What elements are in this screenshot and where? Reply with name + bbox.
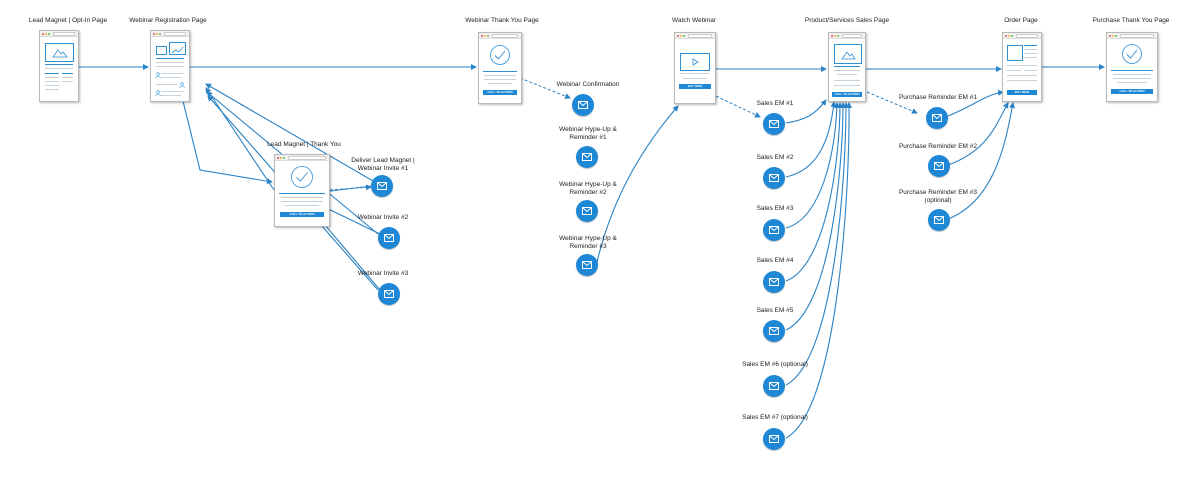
email-icon-webinar-confirmation[interactable]	[572, 94, 594, 116]
email-envelope-icon	[582, 207, 592, 215]
call-to-action-button[interactable]: CALL TO ACTION	[832, 92, 862, 97]
connector-email-to-registration	[205, 83, 381, 186]
email-label-sales-4: Sales EM #4	[756, 257, 794, 264]
person-icon	[155, 90, 161, 96]
image-placeholder-icon	[834, 44, 862, 64]
connector-sales-to-reminder-1	[866, 91, 918, 114]
webinar-thankyou-page[interactable]: CALL TO ACTION	[478, 32, 522, 104]
email-envelope-icon	[769, 382, 779, 390]
email-label-sales-7: Sales EM #7 (optional)	[742, 414, 808, 421]
buy-now-button[interactable]: BUY NOW	[1007, 90, 1037, 95]
checkmark-icon	[1122, 44, 1142, 64]
email-envelope-icon	[769, 278, 779, 286]
play-icon	[692, 58, 699, 66]
email-label-purchase-reminder-3: Purchase Reminder EM #3 (optional)	[898, 189, 978, 204]
video-player[interactable]	[680, 53, 710, 71]
email-icon-hype-1[interactable]	[576, 146, 598, 168]
checkmark-icon	[490, 45, 510, 65]
checkmark-icon	[291, 166, 313, 188]
person-icon	[179, 82, 185, 88]
connector-webinar-thankyou-to-confirmation	[519, 77, 571, 99]
email-envelope-icon	[769, 120, 779, 128]
connector-watch-to-sales-em1	[715, 95, 761, 118]
order-page[interactable]: BUY NOW	[1002, 32, 1042, 102]
email-label-purchase-reminder-1: Purchase Reminder EM #1	[898, 94, 978, 101]
connector-registration-to-lm-thankyou	[182, 100, 273, 185]
email-icon-sales-3[interactable]	[763, 219, 785, 241]
email-icon-webinar-invite-3[interactable]	[378, 283, 400, 305]
email-label-webinar-confirmation: Webinar Confirmation	[556, 81, 620, 88]
email-envelope-icon	[934, 162, 944, 170]
page-label-purchase-thankyou: Purchase Thank You Page	[1092, 17, 1170, 24]
email-envelope-icon	[384, 234, 394, 242]
email-label-sales-3: Sales EM #3	[756, 205, 794, 212]
email-envelope-icon	[934, 216, 944, 224]
lead-magnet-thankyou-page[interactable]: CALL TO ACTION	[274, 154, 330, 227]
email-label-deliver-lead-magnet: Deliver Lead Magnet | Webinar Invite #1	[351, 157, 415, 172]
email-icon-sales-5[interactable]	[763, 320, 785, 342]
email-envelope-icon	[769, 226, 779, 234]
email-icon-sales-4[interactable]	[763, 271, 785, 293]
email-label-hype-1: Webinar Hype-Up & Reminder #1	[559, 126, 617, 141]
email-label-sales-2: Sales EM #2	[756, 154, 794, 161]
chart-placeholder-icon	[169, 42, 186, 55]
email-envelope-icon	[377, 182, 387, 190]
purchase-thankyou-page[interactable]: CALL TO ACTION	[1106, 32, 1158, 102]
page-label-order-page: Order Page	[1004, 17, 1038, 24]
email-envelope-icon	[582, 153, 592, 161]
email-label-sales-1: Sales EM #1	[756, 100, 794, 107]
email-envelope-icon	[384, 290, 394, 298]
webinar-registration-page[interactable]	[150, 30, 190, 102]
call-to-action-button[interactable]: CALL TO ACTION	[280, 212, 324, 217]
email-envelope-icon	[932, 114, 942, 122]
connector-lm-thankyou-to-registration-a	[205, 87, 279, 197]
email-envelope-icon	[769, 435, 779, 443]
page-label-lead-magnet-optin: Lead Magnet | Opt-In Page	[28, 17, 108, 24]
email-envelope-icon	[769, 327, 779, 335]
lead-magnet-optin-page[interactable]	[39, 30, 79, 102]
email-icon-webinar-invite-2[interactable]	[378, 227, 400, 249]
email-icon-purchase-reminder-3[interactable]	[928, 209, 950, 231]
email-icon-hype-3[interactable]	[576, 254, 598, 276]
connector-lm-thankyou-to-deliver-email	[329, 184, 372, 191]
watch-webinar-page[interactable]: BUY NOW	[674, 32, 716, 104]
image-placeholder-icon	[45, 43, 74, 62]
email-label-webinar-invite-3: Webinar Invite #3	[357, 270, 409, 277]
page-label-watch-webinar: Watch Webinar	[671, 17, 717, 24]
buy-now-button[interactable]: BUY NOW	[679, 84, 711, 89]
product-image	[1007, 45, 1023, 61]
email-label-hype-3: Webinar Hype-Up & Reminder #3	[559, 235, 617, 250]
person-icon	[155, 72, 161, 78]
call-to-action-button[interactable]: CALL TO ACTION	[1111, 89, 1153, 94]
page-label-lead-magnet-thankyou: Lead Magnet | Thank You	[267, 141, 341, 148]
email-icon-purchase-reminder-1[interactable]	[926, 107, 948, 129]
email-icon-deliver-lead-magnet[interactable]	[371, 175, 393, 197]
sales-page[interactable]: CALL TO ACTION	[828, 32, 866, 102]
email-label-hype-2: Webinar Hype-Up & Reminder #2	[559, 181, 617, 196]
email-icon-sales-1[interactable]	[763, 113, 785, 135]
email-icon-sales-6[interactable]	[763, 375, 785, 397]
email-label-webinar-invite-2: Webinar Invite #2	[357, 214, 409, 221]
email-icon-hype-2[interactable]	[576, 200, 598, 222]
email-envelope-icon	[582, 261, 592, 269]
email-icon-purchase-reminder-2[interactable]	[928, 155, 950, 177]
email-label-sales-6: Sales EM #6 (optional)	[742, 361, 808, 368]
email-label-sales-5: Sales EM #5	[756, 307, 794, 314]
email-envelope-icon	[769, 174, 779, 182]
call-to-action-button[interactable]: CALL TO ACTION	[483, 90, 517, 95]
email-label-purchase-reminder-2: Purchase Reminder EM #2	[898, 143, 978, 150]
page-label-sales-page: Product/Services Sales Page	[804, 17, 890, 24]
page-label-webinar-thankyou: Webinar Thank You Page	[465, 17, 539, 24]
email-icon-sales-7[interactable]	[763, 428, 785, 450]
email-envelope-icon	[578, 101, 588, 109]
email-icon-sales-2[interactable]	[763, 167, 785, 189]
page-label-webinar-registration: Webinar Registration Page	[129, 17, 207, 24]
